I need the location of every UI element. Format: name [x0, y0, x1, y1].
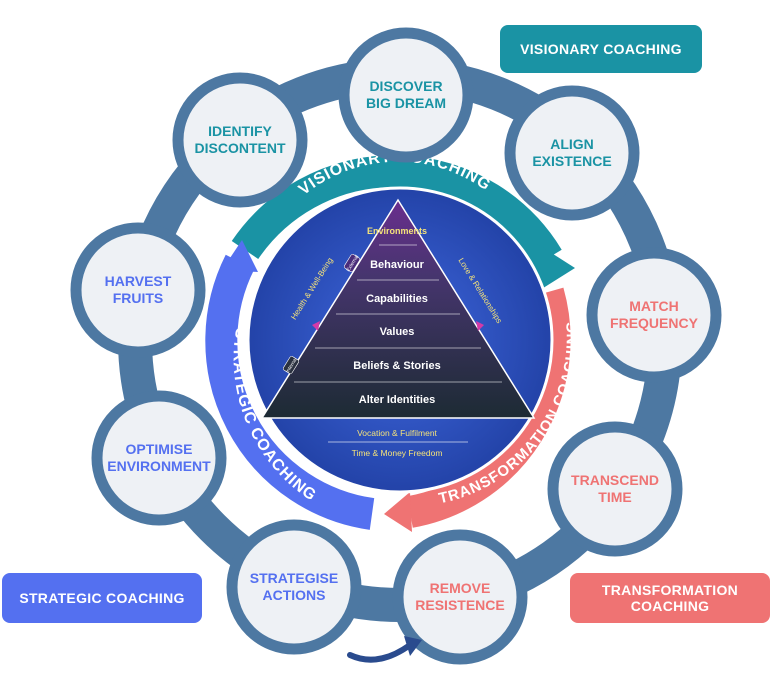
pyramid-level-identities: Alter Identities	[359, 394, 435, 406]
node-label-line2: BIG DREAM	[366, 95, 446, 111]
node-circle	[226, 519, 362, 655]
strategic-arc	[205, 254, 375, 530]
node-circle	[392, 529, 528, 665]
node-label-line1: OPTIMISE	[126, 441, 193, 457]
node-label-line1: ALIGN	[550, 136, 594, 152]
pyramid-level-behaviour: Behaviour	[370, 259, 425, 271]
node-label-line1: MATCH	[629, 298, 679, 314]
node-label-line1: DISCOVER	[369, 78, 442, 94]
node-label-line2: TIME	[598, 489, 631, 505]
swoosh-arrow-head	[404, 636, 422, 656]
right-marker-triangle	[476, 321, 484, 331]
node-label-line2: ENVIRONMENT	[107, 458, 211, 474]
node-circle	[586, 247, 722, 383]
node-circle	[504, 85, 640, 221]
node-label-line2: RESISTENCE	[415, 597, 504, 613]
transformation-arc	[407, 287, 571, 528]
pyramid-level-beliefs: Beliefs & Stories	[353, 360, 440, 372]
node-circle	[172, 72, 308, 208]
node-label-line1: IDENTIFY	[208, 123, 272, 139]
pyramid-dividers	[294, 244, 502, 383]
swoosh-arrow	[347, 642, 413, 663]
strategic-arc-head	[222, 240, 258, 272]
node-circle	[91, 390, 227, 526]
node-label-line1: TRANSCEND	[571, 472, 659, 488]
transformation-arc-head	[384, 492, 412, 532]
node-label-line1: HARVEST	[105, 273, 172, 289]
node-circle	[547, 421, 683, 557]
visionary-arc	[231, 155, 562, 267]
pyramid-level-values: Values	[380, 326, 415, 338]
visionary-coaching-tag: VISIONARY COACHING	[500, 25, 702, 73]
node-label-line2: FRUITS	[113, 290, 164, 306]
node-label-line2: FREQUENCY	[610, 315, 699, 331]
strategic-coaching-tag: STRATEGIC COACHING	[2, 573, 202, 623]
left-marker-triangle	[312, 321, 320, 331]
node-circle	[338, 27, 474, 163]
pyramid-level-environments: Environments	[367, 226, 427, 236]
pyramid	[260, 198, 536, 419]
pyramid-levels: Environments Behaviour Capabilities Valu…	[353, 226, 440, 406]
bottom-label-vocation: Vocation & Fulfilment	[357, 428, 437, 438]
node-label-line2: EXISTENCE	[532, 153, 611, 169]
bottom-label-time-money: Time & Money Freedom	[352, 448, 443, 458]
transformation-coaching-tag: TRANSFORMATION COACHING	[570, 573, 770, 623]
pyramid-level-capabilities: Capabilities	[366, 293, 428, 305]
node-label-line2: DISCONTENT	[195, 140, 286, 156]
node-label-line2: ACTIONS	[263, 587, 326, 603]
node-circle	[70, 222, 206, 358]
node-label-line1: STRATEGISE	[250, 570, 338, 586]
node-label-line1: REMOVE	[430, 580, 491, 596]
